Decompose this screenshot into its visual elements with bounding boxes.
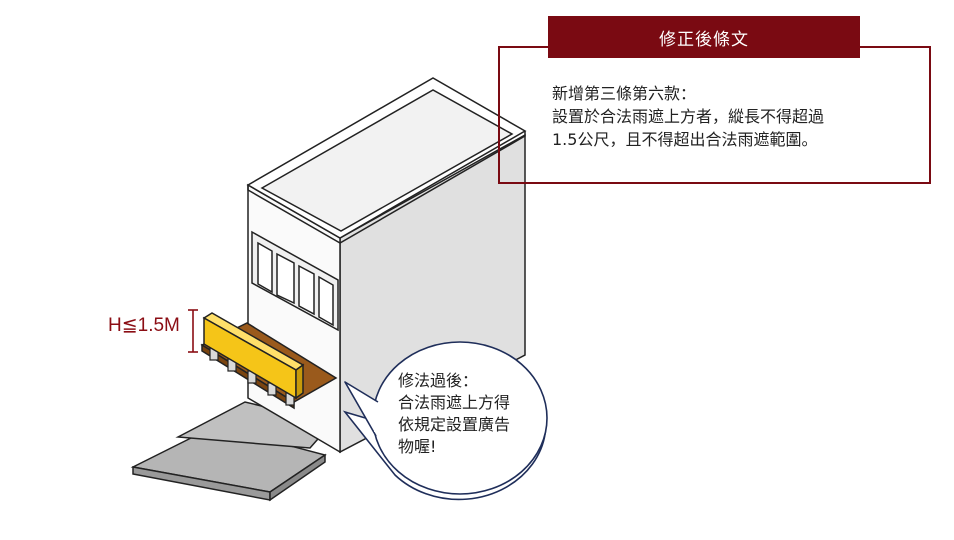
bubble-line: 依規定設置廣告 xyxy=(398,415,511,434)
ground-slab xyxy=(130,401,334,502)
height-dimension-bracket xyxy=(188,309,198,353)
signboard xyxy=(202,312,305,400)
amendment-line: 1.5公尺，且不得超出合法雨遮範圍。 xyxy=(552,130,818,149)
building-roof xyxy=(246,77,527,244)
bubble-line: 物喔! xyxy=(398,437,437,456)
amendment-line: 設置於合法雨遮上方者，縱長不得超過 xyxy=(552,107,825,126)
bubble-line: 修法過後： xyxy=(398,371,479,390)
speech-bubble-text: 修法過後： 合法雨遮上方得 依規定設置廣告 物喔! xyxy=(398,370,558,458)
amendment-line: 新增第三條第六款： xyxy=(552,84,697,103)
amendment-panel-text: 新增第三條第六款： 設置於合法雨遮上方者，縱長不得超過 1.5公尺，且不得超出合… xyxy=(552,82,902,151)
amendment-panel-header: 修正後條文 xyxy=(548,16,860,58)
bubble-line: 合法雨遮上方得 xyxy=(398,393,511,412)
window-band xyxy=(251,230,339,332)
speech-bubble xyxy=(342,341,548,501)
height-limit-label: H≦1.5M xyxy=(108,315,180,336)
